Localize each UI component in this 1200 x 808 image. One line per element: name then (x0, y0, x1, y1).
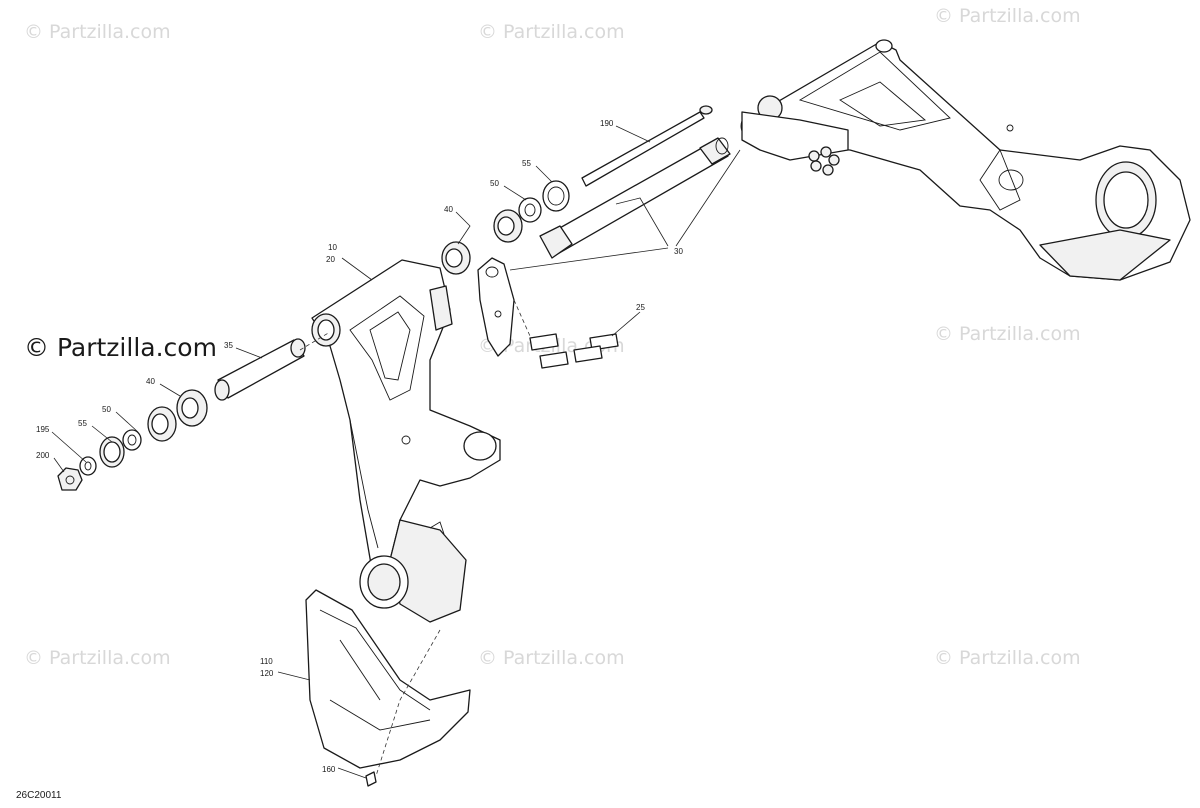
diagram-code: 26C20011 (16, 790, 62, 801)
watermark-top-left: © Partzilla.com (24, 21, 171, 43)
callout-40-upper: 40 (444, 205, 453, 214)
callout-190: 190 (600, 119, 614, 128)
watermark-top-center: © Partzilla.com (478, 21, 625, 43)
bracket-plate (477, 257, 515, 357)
bolts-25 (529, 333, 619, 369)
bolt-160 (365, 771, 377, 787)
callout-200: 200 (36, 451, 50, 460)
shaft-30 (539, 137, 731, 259)
callout-25: 25 (636, 303, 645, 312)
watermark-middle-right: © Partzilla.com (934, 323, 1081, 345)
callout-50-upper: 50 (490, 179, 499, 188)
callout-110: 110 (260, 657, 273, 666)
guard-110-120 (305, 589, 471, 769)
callout-40-lower: 40 (146, 377, 155, 386)
swing-arm-10-20 (311, 259, 501, 623)
watermark-bottom-left: © Partzilla.com (24, 647, 171, 669)
callout-195: 195 (36, 425, 50, 434)
bolt-190 (581, 105, 713, 187)
watermark-primary: © Partzilla.com (24, 333, 217, 362)
watermark-bottom-center: © Partzilla.com (478, 647, 625, 669)
callout-10: 10 (328, 243, 337, 252)
shaft-35 (214, 338, 306, 401)
assembled-swing-arm (740, 39, 1191, 281)
watermark-bottom-right: © Partzilla.com (934, 647, 1081, 669)
callout-labels: 190 55 50 40 30 10 20 25 35 40 50 55 195… (36, 119, 683, 774)
callout-55-upper: 55 (522, 159, 531, 168)
watermark-top-right: © Partzilla.com (934, 5, 1081, 27)
callout-160: 160 (322, 765, 336, 774)
lower-bearings (57, 389, 208, 491)
callout-55-lower: 55 (78, 419, 87, 428)
assembly-lines (299, 299, 531, 777)
upper-bearings (441, 180, 570, 275)
callout-20: 20 (326, 255, 335, 264)
callout-50-lower: 50 (102, 405, 111, 414)
callout-30: 30 (674, 247, 683, 256)
callout-35: 35 (224, 341, 233, 350)
callout-120: 120 (260, 669, 274, 678)
leader-lines (51, 125, 741, 779)
